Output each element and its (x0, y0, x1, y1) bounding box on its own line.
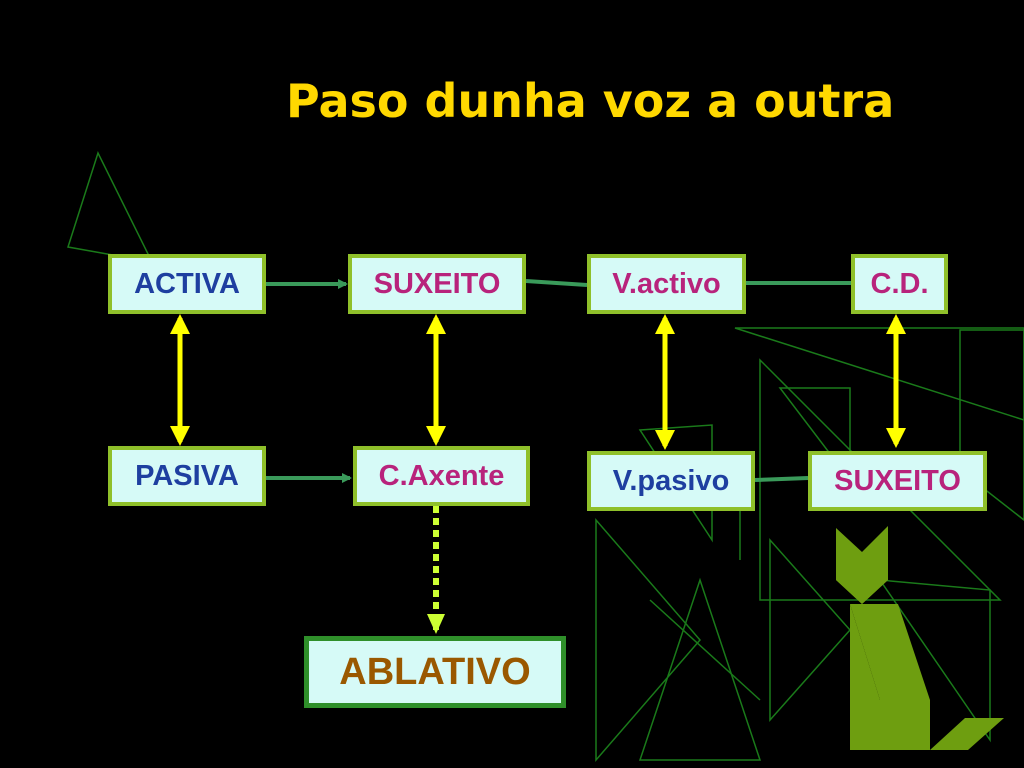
node-v-pasivo: V.pasivo (587, 451, 755, 511)
node-activa-label: ACTIVA (134, 267, 240, 300)
connector-vpasivo-suxeito (754, 476, 809, 482)
node-ablativo: ABLATIVO (304, 636, 566, 708)
tangram-cat-icon (836, 526, 1004, 750)
node-pasiva: PASIVA (108, 446, 266, 506)
node-ablativo-label: ABLATIVO (339, 650, 531, 693)
connector-suxeito-vactivo (525, 279, 588, 287)
node-c-axente: C.Axente (353, 446, 530, 506)
node-suxeito-top-label: SUXEITO (373, 267, 501, 300)
node-activa: ACTIVA (108, 254, 266, 314)
node-suxeito-bottom-label: SUXEITO (834, 464, 961, 497)
node-c-axente-label: C.Axente (378, 459, 505, 492)
node-cd-label: C.D. (870, 267, 929, 300)
node-v-activo-label: V.activo (612, 267, 721, 300)
node-v-pasivo-label: V.pasivo (612, 464, 730, 497)
node-cd: C.D. (851, 254, 948, 314)
node-v-activo: V.activo (587, 254, 746, 314)
node-suxeito-top: SUXEITO (348, 254, 526, 314)
node-pasiva-label: PASIVA (135, 459, 239, 492)
slide-title: Paso dunha voz a outra (286, 74, 895, 128)
node-suxeito-bottom: SUXEITO (808, 451, 987, 511)
